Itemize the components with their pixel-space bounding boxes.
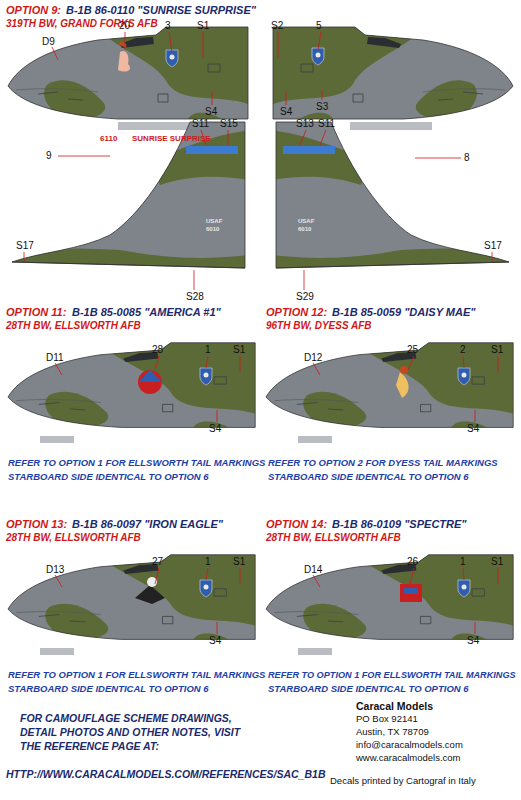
option-number: OPTION 13:	[6, 518, 67, 531]
callout-number: 2	[460, 344, 466, 356]
callout-number: S13	[296, 118, 314, 130]
address-line: Austin, TX 78709	[356, 727, 429, 738]
callout-number: 1	[205, 344, 211, 356]
unit-name: 28TH BW, ELLSWORTH AFB	[6, 320, 141, 332]
callout-number: 8	[464, 152, 470, 164]
callout-number: S4	[467, 423, 479, 435]
callout-number: S4	[209, 423, 221, 435]
option-title: B-1B 85-0059 "DAISY MAE"	[332, 306, 476, 319]
website: www.caracalmodels.com	[356, 753, 461, 764]
name-decal: SUNRISE SURPRISE	[132, 134, 211, 143]
reference-url: HTTP://WWW.CARACALMODELS.COM/REFERENCES/…	[6, 768, 325, 780]
callout-number: 9	[46, 150, 52, 162]
footer-note: DETAIL PHOTOS AND OTHER NOTES, VISIT	[20, 726, 240, 738]
reference-note: STARBOARD SIDE IDENTICAL TO OPTION 6	[8, 472, 209, 483]
serial-decal: 6110	[100, 134, 117, 143]
callout-number: S1	[197, 20, 209, 32]
option-title: B-1B 86-0110 "SUNRISE SURPRISE"	[66, 4, 256, 17]
callout-number: S4	[467, 635, 479, 647]
callout-number: 1	[460, 556, 466, 568]
callout-number: S2	[271, 20, 283, 32]
option-number: OPTION 14:	[266, 518, 327, 531]
callout-number: 27	[152, 556, 163, 568]
unit-name: 28TH BW, ELLSWORTH AFB	[6, 532, 141, 544]
reference-note: REFER TO OPTION 1 FOR ELLSWORTH TAIL MAR…	[8, 670, 265, 681]
option-title: B-1B 85-0085 "AMERICA #1"	[72, 306, 221, 319]
reference-note: REFER TO OPTION 2 FOR DYESS TAIL MARKING…	[268, 458, 498, 469]
tail-marking: 6010	[206, 226, 219, 233]
nose-art	[135, 366, 422, 604]
callout-number: S1	[491, 556, 503, 568]
reference-note: STARBOARD SIDE IDENTICAL TO OPTION 6	[8, 684, 209, 695]
callout-number: S28	[186, 291, 204, 303]
option-number: OPTION 11:	[6, 306, 66, 319]
callout-number: S17	[484, 240, 502, 252]
unit-name: 96TH BW, DYESS AFB	[266, 320, 372, 332]
callout-number: S1	[491, 344, 503, 356]
email: info@caracalmodels.com	[356, 740, 463, 751]
callout-number: 26	[407, 556, 418, 568]
callout-number: 5	[316, 20, 322, 32]
company-name: Caracal Models	[356, 700, 433, 712]
reference-note: STARBOARD SIDE IDENTICAL TO OPTION 6	[268, 684, 469, 695]
callout-number: S4	[209, 635, 221, 647]
callout-number: 28	[152, 344, 163, 356]
unit-name: 319TH BW, GRAND FORKS AFB	[6, 18, 158, 30]
callout-number: S15	[220, 118, 238, 130]
callout-number: 1	[205, 556, 211, 568]
callout-number: S29	[296, 291, 314, 303]
callout-number: 25	[407, 344, 418, 356]
reference-note: REFER TO OPTION 1 FOR ELLSWORTH TAIL MAR…	[8, 458, 265, 469]
printer-note: Decals printed by Cartograf in Italy	[330, 776, 476, 787]
option-number: OPTION 12:	[266, 306, 327, 319]
callout-number: D14	[304, 564, 322, 576]
callout-number: S1	[233, 556, 245, 568]
callout-number: D11	[46, 352, 64, 364]
option-number: OPTION 9:	[6, 4, 61, 17]
callout-number: S17	[16, 240, 34, 252]
callout-number: S11	[192, 118, 209, 130]
unit-name: 28TH BW, ELLSWORTH AFB	[266, 532, 401, 544]
address-line: PO Box 92141	[356, 714, 418, 725]
option-title: B-1B 86-0109 "SPECTRE"	[332, 518, 467, 531]
callout-number: D13	[46, 564, 64, 576]
tail-marking: USAF	[298, 218, 314, 225]
reference-note: REFER TO OPTION 1 FOR ELLSWORTH TAIL MAR…	[268, 670, 516, 681]
callout-number: S3	[316, 101, 328, 113]
callout-number: D9	[42, 36, 55, 48]
callout-number: 3	[165, 20, 171, 32]
tail-marking: USAF	[206, 218, 222, 225]
reference-note: STARBOARD SIDE IDENTICAL TO OPTION 6	[268, 472, 469, 483]
callout-number: S4	[280, 106, 292, 118]
callout-number: S11	[318, 118, 335, 130]
option-title: B-1B 86-0097 "IRON EAGLE"	[72, 518, 223, 531]
footer-note: FOR CAMOUFLAGE SCHEME DRAWINGS,	[20, 712, 232, 724]
callout-number: S1	[233, 344, 245, 356]
callout-number: 20	[119, 20, 130, 32]
callout-number: S4	[205, 106, 217, 118]
footer-note: THE REFERENCE PAGE AT:	[20, 740, 159, 752]
callout-number: D12	[304, 352, 322, 364]
tail-marking: 6010	[298, 226, 311, 233]
